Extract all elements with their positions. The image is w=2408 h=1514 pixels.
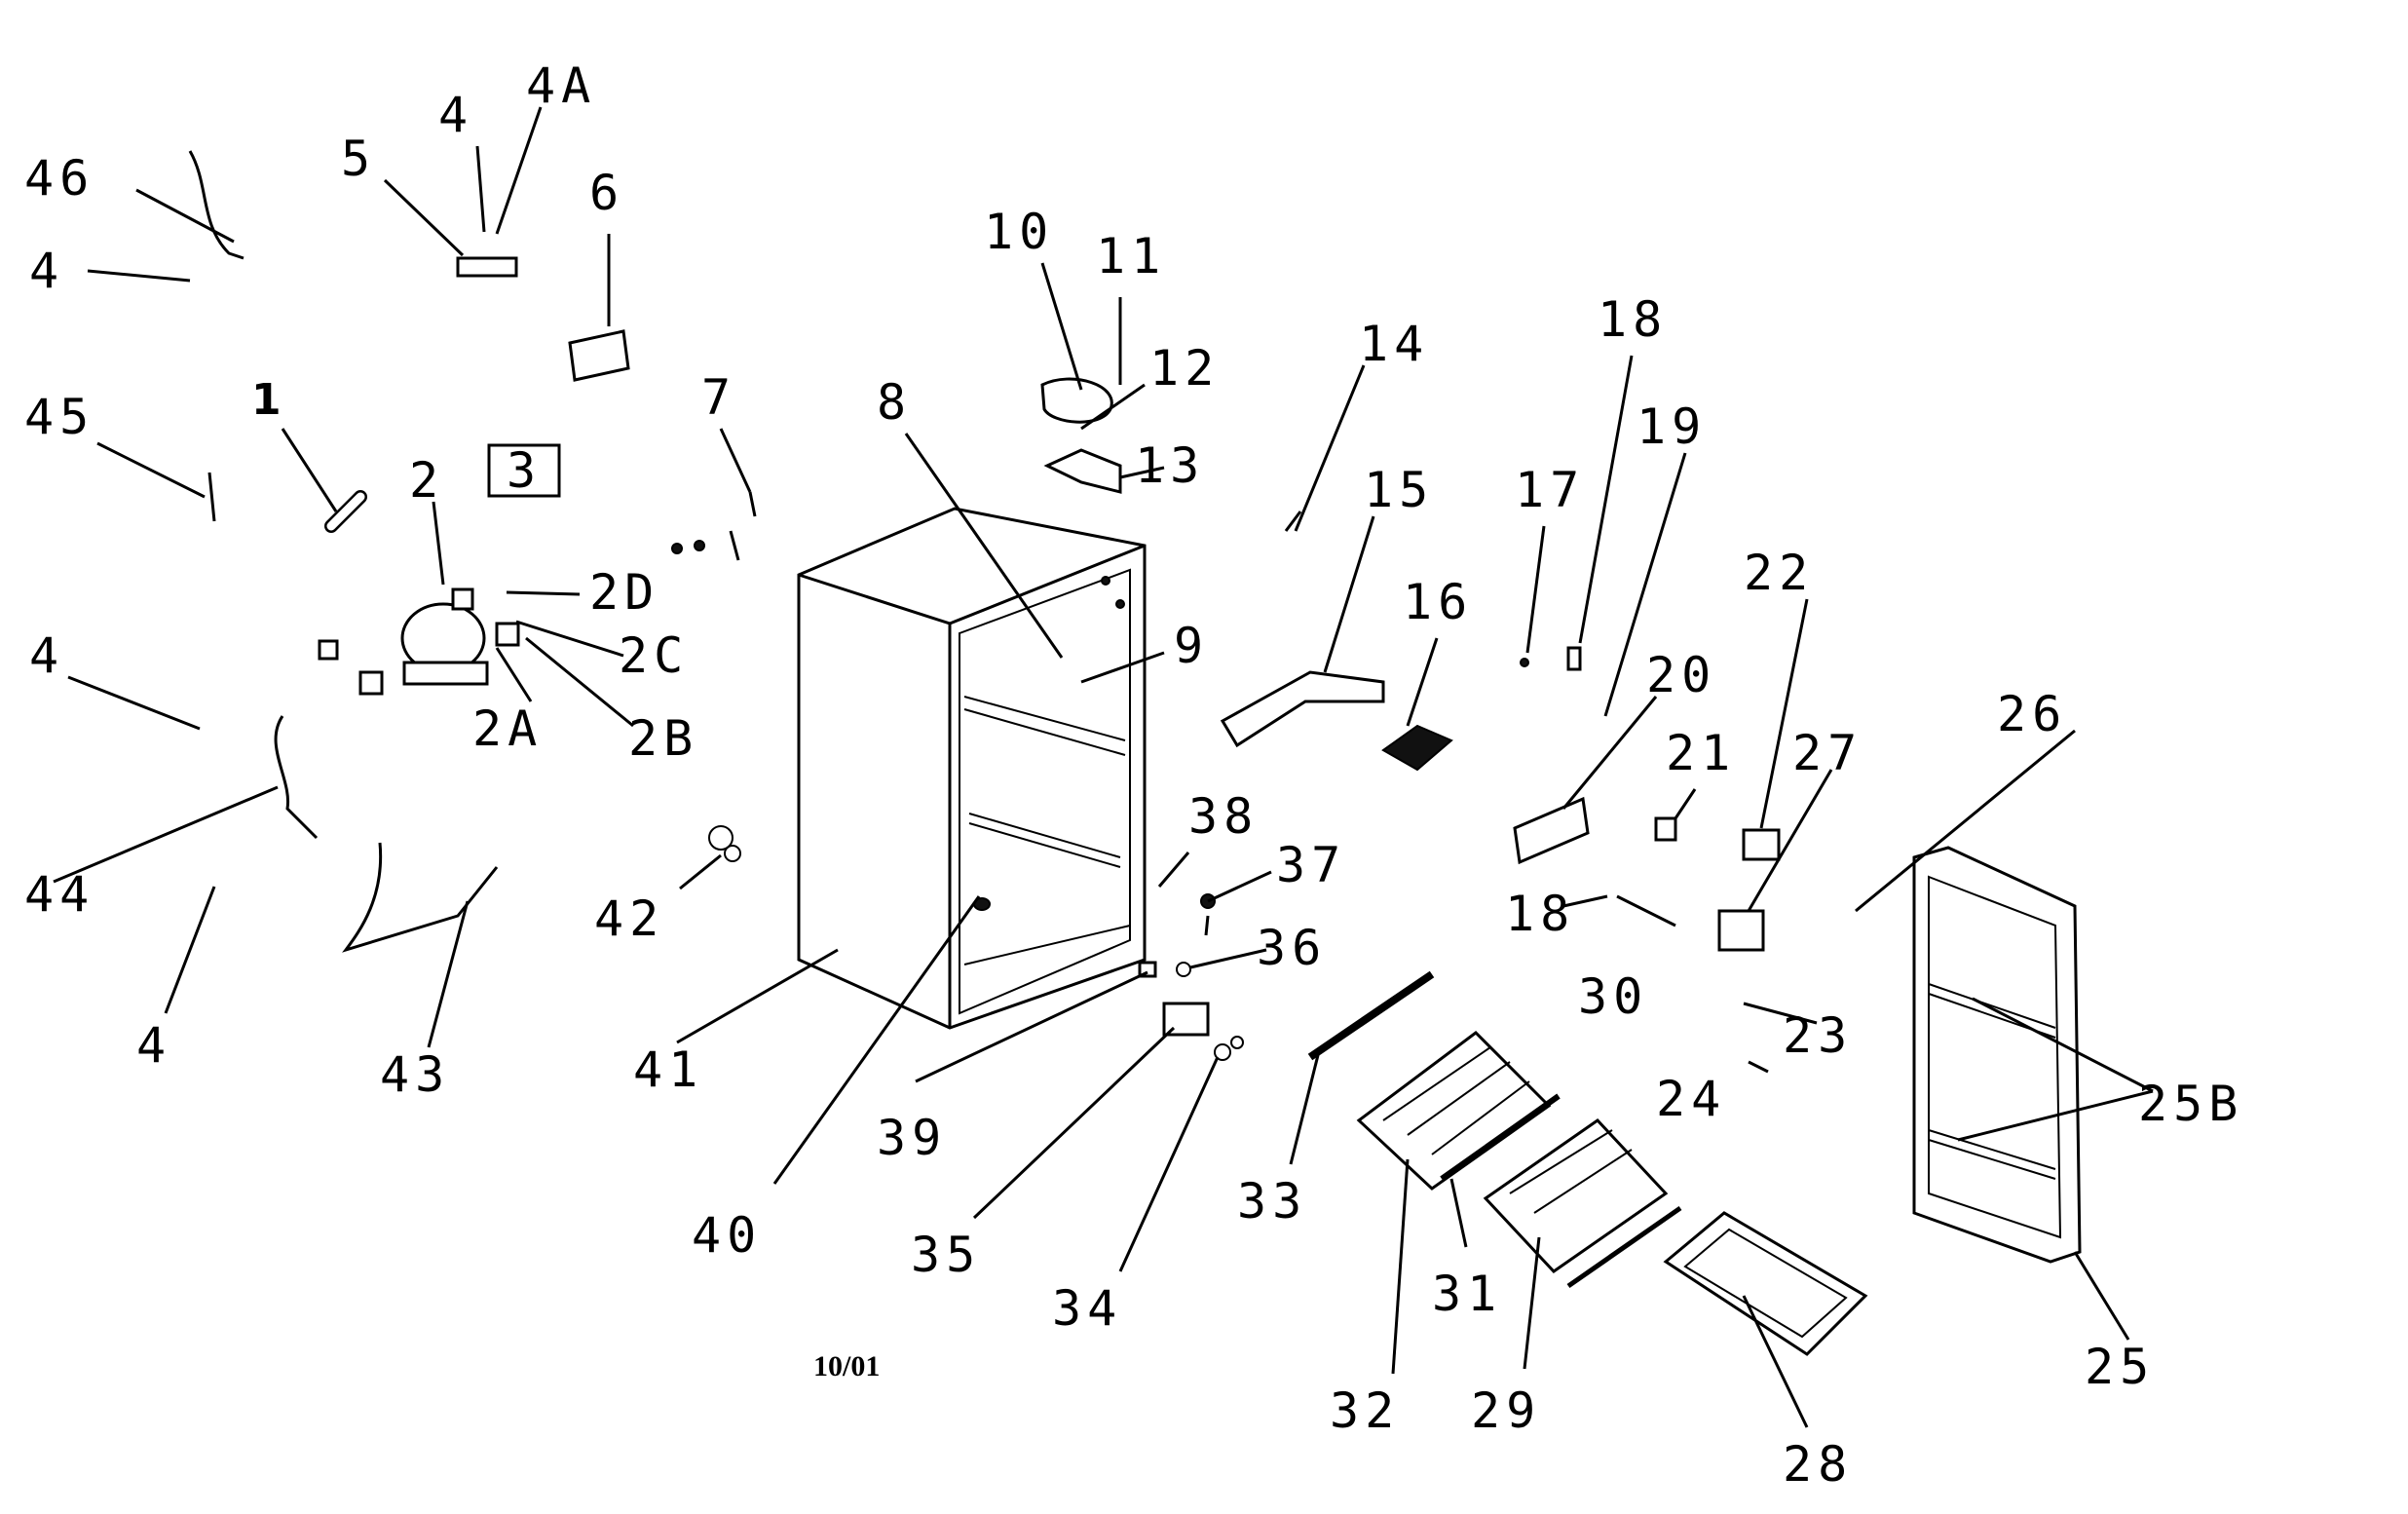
label-24: 24 (1656, 1071, 1726, 1127)
label-32: 32 (1330, 1382, 1400, 1439)
label-6: 6 (589, 165, 624, 221)
label-41: 41 (633, 1041, 703, 1098)
label-11: 11 (1096, 228, 1166, 284)
label-33: 33 (1237, 1173, 1307, 1230)
label-39: 39 (877, 1110, 947, 1166)
label-23: 23 (1783, 1007, 1853, 1064)
label-22: 22 (1744, 545, 1814, 601)
label-21: 21 (1666, 725, 1736, 781)
label-35: 35 (911, 1227, 981, 1283)
drip-tray-assembly (1220, 511, 1453, 772)
label-10: 10 (984, 204, 1054, 260)
label-42: 42 (594, 890, 664, 947)
leader-lines (53, 106, 2154, 1428)
door-part-25 (1912, 846, 2082, 1264)
hinge-parts (1138, 893, 1244, 1061)
label-4-top: 4 (29, 243, 64, 299)
control-parts (1513, 646, 1781, 952)
label-3: 3 (507, 442, 542, 499)
label-20: 20 (1646, 647, 1716, 703)
label-43: 43 (380, 1046, 450, 1103)
label-27: 27 (1792, 725, 1862, 781)
label-2C: 2C (619, 627, 689, 684)
lamp-assembly (1040, 377, 1122, 494)
label-2: 2 (409, 452, 444, 509)
label-16: 16 (1403, 574, 1473, 630)
label-4-bottom: 4 (136, 1017, 171, 1074)
label-2A: 2A (472, 700, 543, 757)
label-17: 17 (1515, 462, 1585, 518)
label-29: 29 (1471, 1382, 1541, 1439)
label-25B: 25B (2138, 1076, 2243, 1132)
label-45: 45 (24, 389, 94, 445)
date-code: 10/01 (813, 1350, 880, 1382)
cabinet-part-41 (797, 507, 1147, 1030)
callout-labels: 46 4 5 4 4A 6 45 1 2 3 7 2D 2C 2A 2B 4 4… (24, 57, 2243, 1493)
label-8: 8 (877, 374, 912, 431)
label-18-bottom: 18 (1505, 886, 1575, 942)
label-25: 25 (2085, 1339, 2155, 1395)
label-38: 38 (1188, 788, 1259, 845)
label-18-top: 18 (1598, 291, 1668, 348)
label-13: 13 (1135, 437, 1205, 494)
label-3-box (487, 443, 561, 498)
label-2D: 2D (589, 564, 659, 621)
label-1: 1 (251, 375, 282, 425)
label-28: 28 (1783, 1436, 1853, 1493)
label-15: 15 (1364, 462, 1434, 518)
label-2B: 2B (628, 710, 698, 767)
label-44: 44 (24, 866, 94, 923)
label-12: 12 (1149, 340, 1220, 397)
compressor-part-2 (318, 587, 520, 696)
label-34: 34 (1052, 1280, 1122, 1337)
label-9: 9 (1174, 618, 1209, 674)
label-31: 31 (1432, 1266, 1502, 1322)
label-36: 36 (1257, 920, 1327, 976)
label-37: 37 (1276, 837, 1346, 893)
label-26: 26 (1997, 686, 2067, 742)
label-4-mid: 4 (29, 627, 64, 684)
label-14: 14 (1359, 316, 1429, 372)
small-parts (188, 150, 757, 953)
label-19: 19 (1637, 398, 1707, 455)
label-4-upper: 4 (438, 87, 473, 143)
label-30: 30 (1578, 968, 1648, 1025)
label-40: 40 (692, 1207, 762, 1264)
label-4A: 4A (526, 57, 596, 114)
label-46: 46 (24, 150, 94, 207)
label-7: 7 (701, 369, 736, 426)
label-5: 5 (341, 131, 376, 187)
